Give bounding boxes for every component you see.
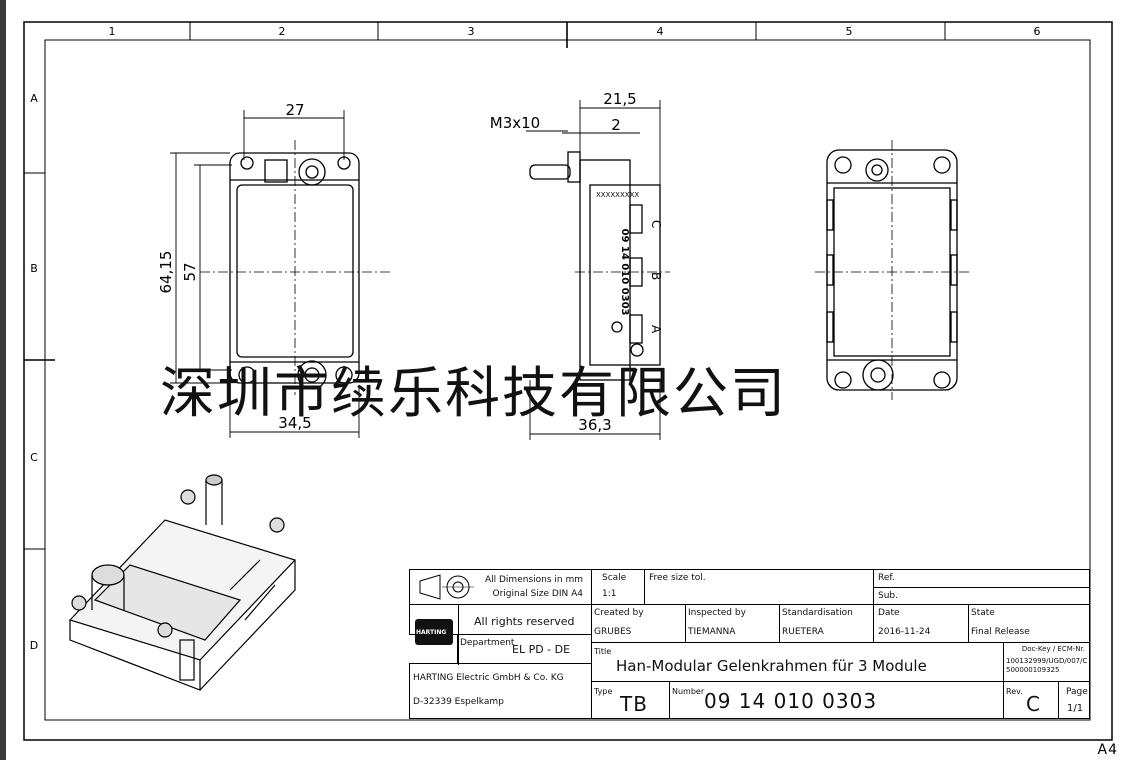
logo-icon [415, 619, 453, 645]
column-label: 2 [279, 25, 286, 38]
slot-label: A [649, 325, 663, 334]
dim-front-width: 27 [285, 101, 304, 119]
dim-front-height-inner: 57 [181, 262, 199, 281]
row-label: B [30, 262, 38, 275]
isometric-view [68, 474, 297, 691]
dim-front-bottom: 34,5 [278, 414, 311, 432]
dim-side-bottom: 36,3 [578, 416, 611, 434]
side-view [529, 151, 661, 381]
watermark-text: 深圳市续乐科技有限公司 [160, 361, 788, 425]
row-label: D [30, 639, 38, 652]
part-marking: 09 14 010 0303 [619, 229, 630, 316]
drawing-title: Han-Modular Gelenkrahmen für 3 Module [616, 657, 927, 675]
department-cell: Department EL PD - DE [457, 634, 592, 664]
type-value: TB [620, 692, 648, 716]
rights-text: All rights reserved [474, 615, 575, 628]
column-label: 6 [1034, 25, 1041, 38]
rev-cell: Rev. C [1003, 681, 1059, 719]
rev-label: Rev. [1006, 687, 1023, 696]
ref-cell: Ref. [873, 569, 1090, 588]
state-cell: State Final Release [968, 604, 1090, 643]
harting-logo: HARTING [410, 605, 459, 665]
number-value: 09 14 010 0303 [704, 689, 878, 713]
date-cell: Date 2016-11-24 [873, 604, 969, 643]
tolerance-cell: Free size tol. [644, 569, 874, 605]
inspected-label: Inspected by [688, 608, 746, 618]
type-label: Type [594, 687, 613, 696]
projection-symbol-icon [419, 574, 474, 600]
size-note: Original Size DIN A4 [492, 589, 583, 599]
dockey-value-2: 500000109325 [1006, 666, 1060, 674]
page-cell: Page 1/1 [1058, 681, 1090, 719]
created-label: Created by [594, 608, 644, 618]
inspected-value: TIEMANNA [688, 627, 736, 637]
row-label: A [30, 92, 38, 105]
tolerance-text: Free size tol. [649, 573, 706, 583]
company-address: D-32339 Espelkamp [413, 697, 504, 707]
rev-value: C [1026, 692, 1041, 716]
standard-cell: Standardisation RUETERA [779, 604, 874, 643]
inspected-cell: Inspected by TIEMANNA [685, 604, 780, 643]
column-label: 3 [468, 25, 475, 38]
title-block: All Dimensions in mm Original Size DIN A… [409, 569, 1090, 719]
state-value: Final Release [971, 627, 1030, 637]
sub-cell: Sub. [873, 587, 1090, 605]
type-cell: Type TB [591, 681, 670, 719]
row-label: C [30, 451, 38, 464]
scale-value: 1:1 [602, 589, 617, 599]
window-edge [0, 0, 6, 760]
units-note: All Dimensions in mm [484, 575, 583, 585]
date-value: 2016-11-24 [878, 627, 931, 637]
dim-front-height-outer: 64,15 [157, 251, 175, 294]
company-name: HARTING Electric GmbH & Co. KG [413, 673, 564, 683]
dockey-label: Doc-Key / ECM-Nr. [1021, 645, 1085, 653]
slot-label: C [649, 220, 663, 228]
logo-text: HARTING [416, 629, 447, 636]
dockey-value-1: 100132999/UGD/007/C [1006, 657, 1088, 665]
scale-label: Scale [602, 573, 627, 583]
rights-cell: HARTING All rights reserved [409, 604, 592, 665]
created-cell: Created by GRUBES [591, 604, 686, 643]
title-label: Title [594, 647, 612, 656]
dim-side-top: 21,5 [603, 90, 636, 108]
dim-screw: M3x10 [490, 114, 540, 132]
column-label: 1 [109, 25, 116, 38]
number-label: Number [672, 687, 705, 696]
side-code: XXXXXXXXX [596, 191, 639, 199]
column-label: 5 [846, 25, 853, 38]
sub-label: Sub. [878, 591, 898, 601]
ref-label: Ref. [878, 573, 895, 583]
title-cell: Title Han-Modular Gelenkrahmen für 3 Mod… [591, 642, 1004, 682]
created-value: GRUBES [594, 627, 632, 637]
company-cell: HARTING Electric GmbH & Co. KG D-32339 E… [409, 663, 592, 719]
state-label: State [971, 608, 995, 618]
date-label: Date [878, 608, 900, 618]
department-value: EL PD - DE [512, 643, 571, 656]
department-label: Department [460, 638, 515, 648]
paper-size-label: A4 [1097, 742, 1118, 758]
page-value: 1/1 [1067, 703, 1084, 714]
column-label: 4 [657, 25, 664, 38]
slot-label: B [649, 272, 663, 280]
standard-value: RUETERA [782, 627, 824, 637]
standard-label: Standardisation [782, 608, 853, 618]
page-label: Page [1066, 687, 1088, 697]
sheet-border [23, 21, 1113, 741]
number-cell: Number 09 14 010 0303 [669, 681, 1004, 719]
scale-cell: Scale 1:1 [591, 569, 645, 605]
dim-side-offset: 2 [611, 116, 621, 134]
projection-cell: All Dimensions in mm Original Size DIN A… [409, 569, 592, 605]
dockey-cell: Doc-Key / ECM-Nr. 100132999/UGD/007/C 50… [1003, 642, 1090, 682]
